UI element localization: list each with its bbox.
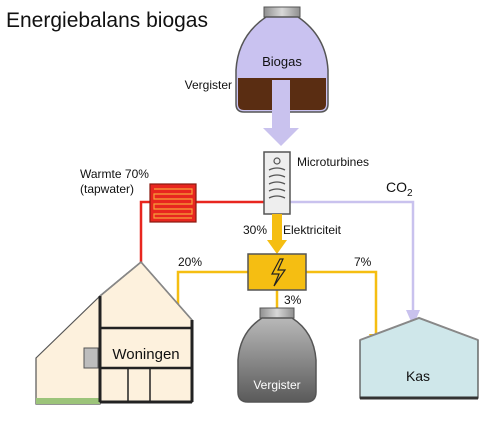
- electricity-label: Elektriciteit: [283, 223, 342, 237]
- top-digester-caption: Vergister: [185, 78, 232, 92]
- greenhouse-label: Kas: [406, 368, 430, 384]
- split-houses: 20%: [178, 255, 202, 269]
- microturbine: Microturbines: [263, 151, 369, 215]
- biogas-label: Biogas: [262, 54, 302, 69]
- heat-exchanger: Warmte 70% (tapwater): [80, 167, 197, 223]
- turbine-icon: [263, 151, 291, 215]
- heat-label-line2: (tapwater): [80, 182, 134, 196]
- bottom-digester-label: Vergister: [253, 378, 300, 392]
- greenhouse: Kas: [359, 316, 479, 400]
- electricity-percent: 30%: [243, 223, 267, 237]
- page-title: Energiebalans biogas: [6, 9, 208, 32]
- microturbine-label: Microturbines: [297, 155, 369, 169]
- co2-flow: CO2: [290, 179, 420, 326]
- split-digester: 3%: [284, 293, 302, 307]
- lightning-bolt-icon: [271, 258, 287, 287]
- houses: Woningen: [35, 260, 194, 405]
- split-greenhouse: 7%: [354, 255, 372, 269]
- electricity-box: [247, 253, 307, 291]
- heat-exchanger-icon: [149, 183, 197, 223]
- heat-label-line1: Warmte 70%: [80, 167, 149, 181]
- co2-label: CO2: [386, 179, 413, 199]
- biogas-flow-arrow: [263, 80, 299, 146]
- houses-label: Woningen: [112, 346, 179, 363]
- bottom-digester: Vergister: [237, 307, 317, 403]
